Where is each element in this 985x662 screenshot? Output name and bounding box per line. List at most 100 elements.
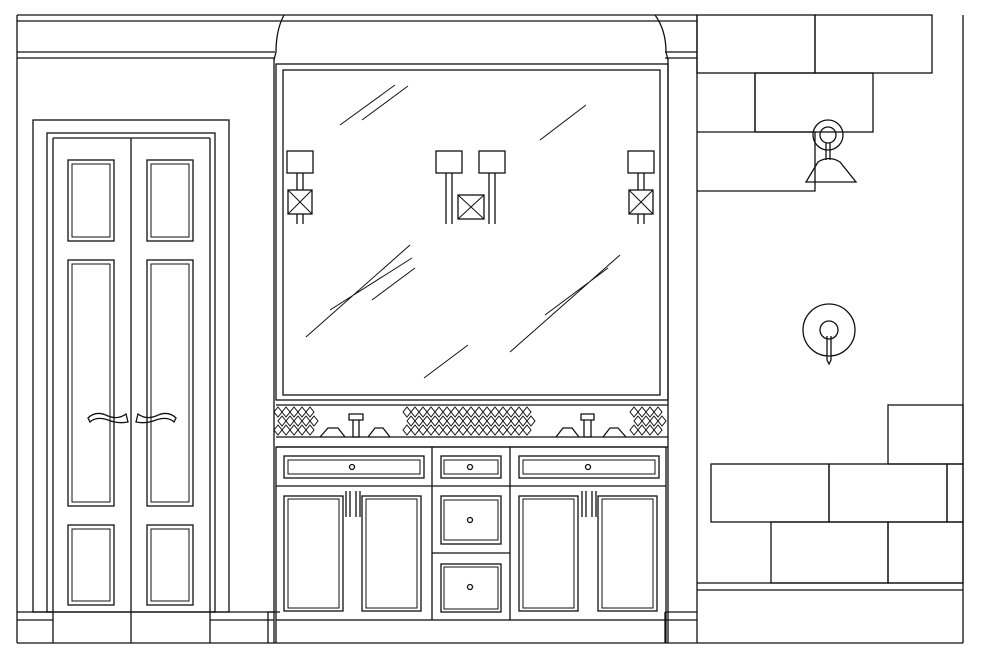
tile-mark xyxy=(442,406,452,418)
tile-mark xyxy=(494,415,504,427)
tile-mark xyxy=(498,424,508,436)
door-handle-icon[interactable] xyxy=(87,412,129,424)
tile-mark xyxy=(490,406,500,418)
tile-mark xyxy=(293,415,303,427)
drawer[interactable] xyxy=(440,495,502,545)
drawer[interactable] xyxy=(440,563,502,613)
wall-left xyxy=(17,58,280,643)
double-sconce-icon xyxy=(435,150,506,224)
tile-mark xyxy=(514,424,524,436)
door-panels xyxy=(67,159,194,606)
knob-icon xyxy=(584,463,592,471)
tile-mark xyxy=(446,415,456,427)
tile-mark xyxy=(418,424,428,436)
tile-mark xyxy=(450,406,460,418)
tile-mark xyxy=(426,424,436,436)
tile-mark xyxy=(281,406,291,418)
wall-center-right xyxy=(664,15,698,643)
tile-mark xyxy=(430,415,440,427)
wall-sconces xyxy=(286,150,655,224)
tile-mark xyxy=(434,424,444,436)
shower-wall xyxy=(696,14,964,643)
knob-icon xyxy=(466,516,474,524)
tile-mark xyxy=(518,415,528,427)
cabinet-door[interactable] xyxy=(361,495,422,612)
tile-mark xyxy=(506,406,516,418)
tile-mark xyxy=(309,415,319,427)
tile-mark xyxy=(490,424,500,436)
cabinet-door[interactable] xyxy=(597,495,658,612)
tile-mark xyxy=(653,424,663,436)
tile-mark xyxy=(289,406,299,418)
tile-mark xyxy=(470,415,480,427)
tile-mark xyxy=(522,406,532,418)
tile-mark xyxy=(645,406,655,418)
tile-mark xyxy=(402,406,412,418)
tile-mark xyxy=(466,424,476,436)
faucet-icon xyxy=(555,413,627,438)
cabinet-door[interactable] xyxy=(283,495,344,612)
knob-icon xyxy=(466,463,474,471)
tile-mark xyxy=(482,424,492,436)
knob-icon xyxy=(348,463,356,471)
tile-mark xyxy=(301,415,311,427)
tile-mark xyxy=(402,424,412,436)
tile-mark xyxy=(629,406,639,418)
tile-mark xyxy=(273,406,283,418)
tile-mark xyxy=(466,406,476,418)
tile-mark xyxy=(277,415,287,427)
tile-mark xyxy=(474,424,484,436)
tile-mark xyxy=(458,406,468,418)
tile-mark xyxy=(522,424,532,436)
backsplash xyxy=(273,404,668,448)
tile-mark xyxy=(657,415,667,427)
tile-mark xyxy=(438,415,448,427)
tile-mark xyxy=(506,424,516,436)
tile-mark xyxy=(410,406,420,418)
tile-mark xyxy=(641,415,651,427)
tile-mark xyxy=(273,424,283,436)
tile-mark xyxy=(422,415,432,427)
tile-mark xyxy=(289,424,299,436)
tile-mark xyxy=(637,424,647,436)
cabinet-door[interactable] xyxy=(518,495,579,612)
cabinet-handle-icon xyxy=(581,491,597,517)
cornice xyxy=(16,14,963,644)
tile-mark xyxy=(462,415,472,427)
double-door[interactable] xyxy=(32,119,230,643)
tile-mark xyxy=(653,406,663,418)
tile-mark xyxy=(649,415,659,427)
sconce-icon xyxy=(627,150,655,224)
sconce-icon xyxy=(286,150,314,224)
knob-icon xyxy=(466,583,474,591)
drawer[interactable] xyxy=(283,455,425,479)
tile-mark xyxy=(502,415,512,427)
tile-mark xyxy=(498,406,508,418)
cabinet-handle-icon xyxy=(345,491,361,517)
mirror xyxy=(275,63,669,401)
tile-mark xyxy=(637,406,647,418)
tile-mark xyxy=(406,415,416,427)
tile-mark xyxy=(645,424,655,436)
drawer[interactable] xyxy=(440,455,502,479)
tile-mark xyxy=(514,406,524,418)
shower-valve-icon xyxy=(802,303,856,366)
tile-mark xyxy=(414,415,424,427)
tile-mark xyxy=(458,424,468,436)
tile-mark xyxy=(297,424,307,436)
tile-mark xyxy=(434,406,444,418)
tile-mark xyxy=(426,406,436,418)
drawer[interactable] xyxy=(518,455,660,479)
faucet-icon xyxy=(319,413,391,438)
tile-mark xyxy=(305,424,315,436)
door-handle-icon[interactable] xyxy=(135,412,177,424)
tile-mark xyxy=(305,406,315,418)
tile-mark xyxy=(486,415,496,427)
tile-mark xyxy=(281,424,291,436)
tile-mark xyxy=(410,424,420,436)
shower-head-icon xyxy=(804,119,858,183)
tile-mark xyxy=(526,415,536,427)
tile-mark xyxy=(442,424,452,436)
tile-mark xyxy=(450,424,460,436)
tile-mark xyxy=(454,415,464,427)
